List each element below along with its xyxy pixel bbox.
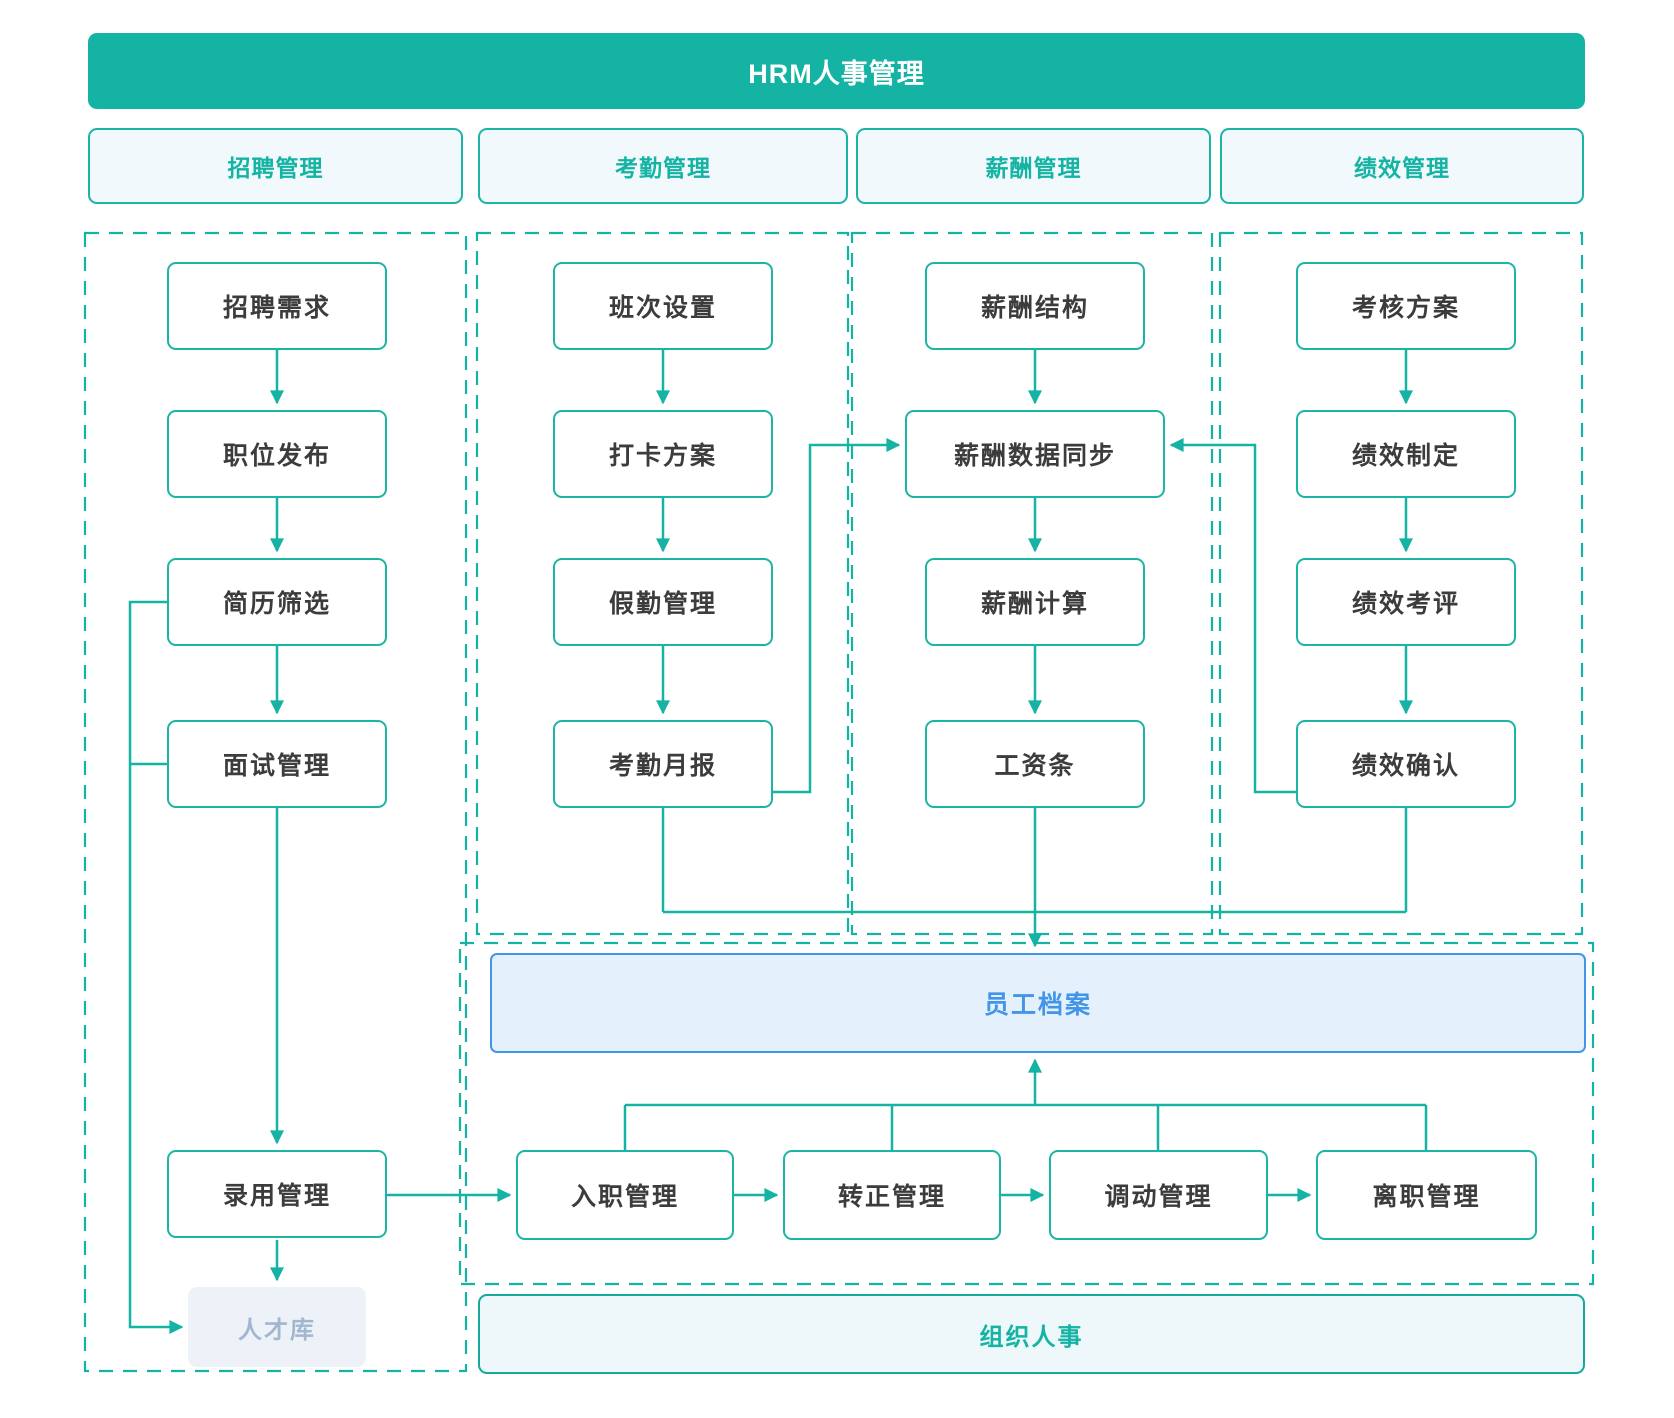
node-hiring-management: 录用管理 [167, 1150, 387, 1238]
node-performance-setting: 绩效制定 [1296, 410, 1516, 498]
node-interview-management: 面试管理 [167, 720, 387, 808]
node-talent-pool: 人才库 [188, 1287, 366, 1367]
node-performance-confirm: 绩效确认 [1296, 720, 1516, 808]
column-header-recruitment: 招聘管理 [88, 128, 463, 204]
employee-archive-bar: 员工档案 [490, 953, 1586, 1053]
node-label: 考核方案 [1351, 294, 1460, 322]
node-salary-structure: 薪酬结构 [925, 262, 1145, 350]
node-onboarding: 入职管理 [516, 1150, 734, 1240]
node-salary-calculation: 薪酬计算 [925, 558, 1145, 646]
node-label: 入职管理 [570, 1183, 679, 1211]
node-label: 考勤月报 [608, 752, 717, 780]
node-label: 薪酬数据同步 [953, 442, 1116, 470]
node-label: 职位发布 [222, 442, 331, 470]
node-label: 薪酬计算 [980, 590, 1089, 618]
node-label: 面试管理 [222, 752, 331, 780]
node-label: 离职管理 [1372, 1183, 1481, 1211]
column-header-label: 绩效管理 [1354, 155, 1450, 181]
node-recruitment-need: 招聘需求 [167, 262, 387, 350]
column-header-label: 薪酬管理 [985, 155, 1082, 181]
node-resume-screening: 简历筛选 [167, 558, 387, 646]
node-offboarding: 离职管理 [1316, 1150, 1537, 1240]
node-performance-review: 绩效考评 [1296, 558, 1516, 646]
diagram-title-bar: HRM人事管理 [88, 33, 1585, 109]
node-attendance-monthly-report: 考勤月报 [553, 720, 773, 808]
node-assessment-plan: 考核方案 [1296, 262, 1516, 350]
node-transfer-management: 调动管理 [1049, 1150, 1268, 1240]
node-label: 调动管理 [1104, 1183, 1213, 1211]
node-payslip: 工资条 [925, 720, 1145, 808]
node-label: 假勤管理 [608, 590, 717, 618]
node-label: 绩效制定 [1351, 442, 1460, 470]
node-shift-setup: 班次设置 [553, 262, 773, 350]
node-label: 绩效确认 [1351, 752, 1460, 780]
node-leave-management: 假勤管理 [553, 558, 773, 646]
column-header-label: 招聘管理 [227, 155, 324, 181]
node-label: 人才库 [238, 1316, 316, 1344]
node-label: 简历筛选 [222, 590, 331, 618]
node-clockin-plan: 打卡方案 [553, 410, 773, 498]
node-label: 工资条 [994, 752, 1076, 780]
diagram-title: HRM人事管理 [748, 58, 925, 89]
org-hr-bar: 组织人事 [478, 1294, 1585, 1374]
node-label: 员工档案 [983, 991, 1092, 1019]
node-label: 打卡方案 [608, 442, 717, 470]
column-header-performance: 绩效管理 [1220, 128, 1584, 204]
node-label: 绩效考评 [1351, 590, 1460, 618]
node-salary-data-sync: 薪酬数据同步 [905, 410, 1165, 498]
node-label: 班次设置 [608, 294, 717, 322]
column-header-salary: 薪酬管理 [856, 128, 1211, 204]
column-header-attendance: 考勤管理 [478, 128, 848, 204]
node-probation-confirmation: 转正管理 [783, 1150, 1001, 1240]
node-label: 录用管理 [222, 1182, 331, 1210]
node-label: 招聘需求 [222, 294, 331, 322]
node-job-posting: 职位发布 [167, 410, 387, 498]
node-label: 薪酬结构 [980, 294, 1089, 322]
node-label: 组织人事 [979, 1323, 1084, 1351]
column-header-label: 考勤管理 [615, 155, 711, 181]
node-label: 转正管理 [837, 1183, 946, 1211]
